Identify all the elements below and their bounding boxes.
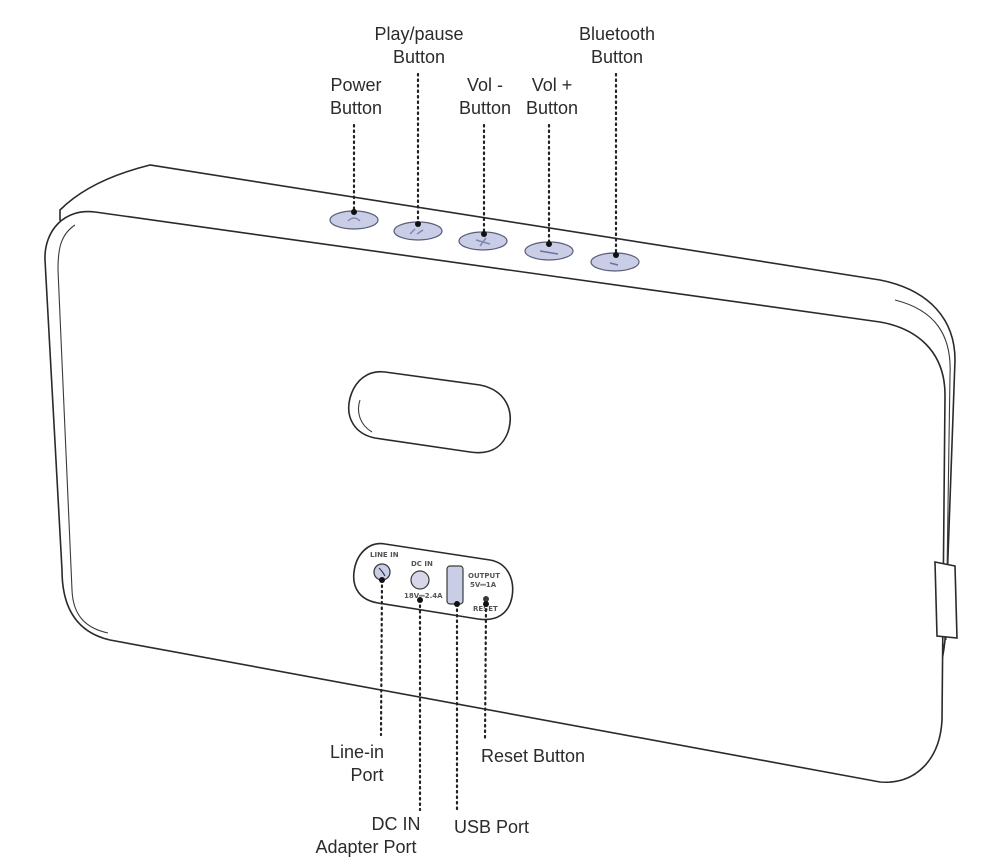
line-in-label-2: Port xyxy=(350,765,383,785)
vol-minus-icon xyxy=(475,237,491,247)
side-connector xyxy=(934,561,958,639)
power-label-1: Power xyxy=(330,75,381,95)
reset-label: Reset Button xyxy=(481,746,585,766)
reset-leader xyxy=(483,602,488,742)
speaker-front-face xyxy=(44,210,946,783)
play-pause-button[interactable] xyxy=(393,221,443,241)
reset-button[interactable] xyxy=(483,596,489,602)
vol-minus-button[interactable] xyxy=(458,231,508,251)
dc-in-port[interactable] xyxy=(410,570,430,590)
power-button[interactable] xyxy=(329,210,379,230)
power-label-2: Button xyxy=(330,98,382,118)
rear-port-panel: LINE IN DC IN 18V⎓2.4A OUTPUT 5V⎓1A RESE… xyxy=(352,542,514,621)
right-side-edge xyxy=(894,299,951,641)
usb-label: USB Port xyxy=(454,817,529,837)
line-in-leader xyxy=(379,578,384,737)
line-in-text: LINE IN xyxy=(370,551,399,559)
dc-in-text: DC IN xyxy=(411,560,433,568)
vol-plus-label-2: Button xyxy=(526,98,578,118)
bluetooth-label-1: Bluetooth xyxy=(579,24,655,44)
output-rating-text: 5V⎓1A xyxy=(470,581,497,589)
usb-port[interactable] xyxy=(446,565,464,605)
bluetooth-icon xyxy=(609,262,619,266)
vol-minus-label-1: Vol - xyxy=(467,75,503,95)
vol-minus-label-2: Button xyxy=(459,98,511,118)
play-pause-label-1: Play/pause xyxy=(374,24,463,44)
output-text: OUTPUT xyxy=(468,572,500,580)
dc-in-label-2: Adapter Port xyxy=(315,837,416,857)
power-icon xyxy=(347,217,361,222)
handle-slot-inner xyxy=(357,399,373,433)
front-inner-edge xyxy=(57,224,109,634)
line-in-label-1: Line-in xyxy=(330,742,384,762)
play-pause-label-2: Button xyxy=(393,47,445,67)
vol-plus-label-1: Vol + xyxy=(532,75,573,95)
handle-slot xyxy=(348,371,511,454)
play-pause-icon xyxy=(409,228,424,235)
bluetooth-label-2: Button xyxy=(591,47,643,67)
dc-rating-text: 18V⎓2.4A xyxy=(404,592,443,600)
vol-plus-icon xyxy=(539,250,559,255)
dc-in-label-1: DC IN xyxy=(372,814,421,834)
